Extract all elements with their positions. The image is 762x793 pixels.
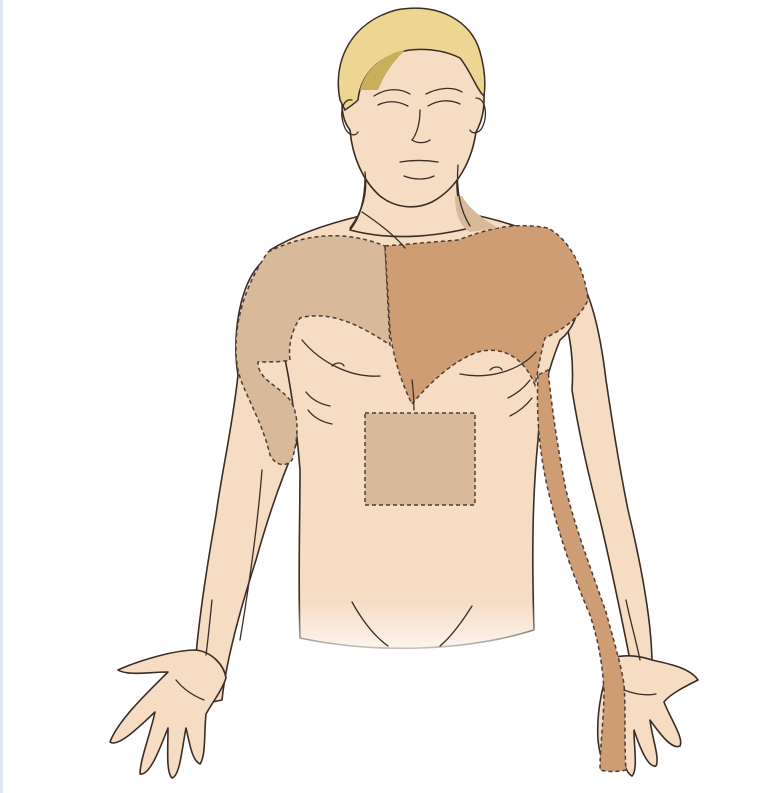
- right-hand: [110, 650, 226, 778]
- torso-fade: [280, 600, 560, 670]
- left-edge-strip: [0, 0, 3, 793]
- epigastric-region: [365, 413, 475, 505]
- shaded-regions: [236, 196, 626, 772]
